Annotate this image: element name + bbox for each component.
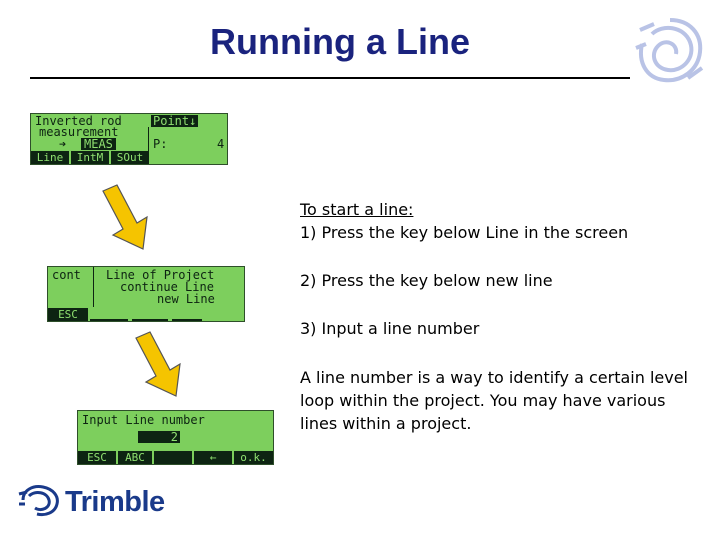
screen2-divider: [93, 267, 94, 307]
screen2-softkey-bar: ESC: [48, 308, 244, 321]
softkey-line[interactable]: Line: [31, 151, 69, 164]
instructions-block: To start a line: 1) Press the key below …: [300, 198, 700, 244]
down-arrow-2-icon: [135, 331, 181, 397]
screen1-row2-left: measurement: [39, 125, 119, 139]
screen1-row1-left: Inverted rod: [35, 114, 122, 128]
trimble-wordmark: Trimble: [65, 486, 165, 518]
screen1-softkey-bar: Line IntM SOut: [31, 151, 227, 164]
softkey-ok[interactable]: o.k.: [234, 451, 273, 464]
instruction-step-1: 1) Press the key below Line in the scree…: [300, 223, 629, 242]
trimble-globe-icon: [18, 485, 59, 517]
screen2-new-line: new Line: [157, 292, 215, 306]
screen1-point-label: Point↓: [151, 114, 199, 128]
lcd-screen-input-line-number: Input Line number 2 ESC ABC ← o.k.: [77, 410, 274, 465]
screen3-softkey-bar: ESC ABC ← o.k.: [78, 451, 273, 464]
screen2-cont-label: cont: [52, 268, 81, 282]
screen2-continue-line: continue Line: [120, 280, 214, 294]
lcd-screen-measurement: Inverted rod Point↓ measurement ➔ MEAS P…: [30, 113, 228, 165]
softkey-sout[interactable]: SOut: [111, 151, 149, 164]
title-divider: [30, 77, 630, 79]
screen2-line-of-project: Line of Project: [106, 268, 215, 282]
line-number-input[interactable]: 2: [138, 431, 180, 443]
screen1-point-value: 4: [217, 137, 225, 151]
trimble-seal-logo-icon: [635, 18, 704, 83]
screen1-arrow-icon: ➔: [59, 137, 67, 151]
softkey-esc-3[interactable]: ESC: [78, 451, 116, 464]
instruction-step-3: 3) Input a line number: [300, 319, 480, 338]
softkey-abc[interactable]: ABC: [118, 451, 152, 464]
softkey-blank-3[interactable]: [154, 451, 192, 464]
softkey-esc[interactable]: ESC: [48, 308, 88, 321]
slide-title: Running a Line: [210, 21, 470, 62]
screen3-prompt: Input Line number: [82, 413, 205, 427]
trimble-logo: Trimble: [15, 480, 175, 520]
softkey-backspace[interactable]: ←: [194, 451, 232, 464]
instructions-heading: To start a line:: [300, 200, 414, 219]
softkey-blank-1[interactable]: [90, 319, 128, 321]
screen1-p-label: P:: [153, 137, 168, 151]
softkey-new-line[interactable]: [172, 319, 202, 321]
lcd-screen-line-of-project: cont Line of Project continue Line new L…: [47, 266, 245, 322]
instruction-step-2: 2) Press the key below new line: [300, 271, 553, 290]
down-arrow-1-icon: [102, 184, 148, 250]
softkey-blank-2[interactable]: [132, 319, 168, 321]
softkey-intm[interactable]: IntM: [71, 151, 109, 164]
screen1-meas-label: MEAS: [81, 138, 116, 150]
screen1-divider: [148, 127, 149, 151]
instructions-note: A line number is a way to identify a cer…: [300, 368, 688, 433]
